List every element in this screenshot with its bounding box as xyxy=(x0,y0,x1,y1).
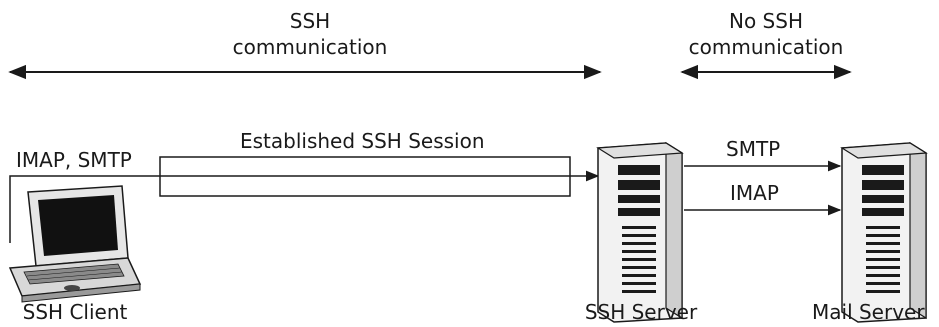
no-ssh-scope-label: No SSH communication xyxy=(680,8,852,60)
client-traffic-line xyxy=(9,170,600,243)
session-label: Established SSH Session xyxy=(240,129,485,153)
mail-server-icon xyxy=(840,141,928,323)
imap-label: IMAP xyxy=(730,181,779,205)
ssh-client-label: SSH Client xyxy=(22,300,128,324)
ssh-server-icon xyxy=(596,141,684,323)
ssh-scope-label-line2: communication xyxy=(232,35,388,59)
mail-server-label: Mail Server xyxy=(812,300,925,324)
no-ssh-scope-label-line2: communication xyxy=(688,35,844,59)
no-ssh-scope-label-line1: No SSH xyxy=(729,9,803,33)
ssh-scope-label: SSH communication xyxy=(200,8,420,60)
ssh-scope-label-line1: SSH xyxy=(289,9,331,33)
laptop-icon xyxy=(8,185,142,303)
ssh-server-label: SSH Server xyxy=(584,300,698,324)
client-protocols-label: IMAP, SMTP xyxy=(16,148,132,172)
smtp-label: SMTP xyxy=(726,137,781,161)
